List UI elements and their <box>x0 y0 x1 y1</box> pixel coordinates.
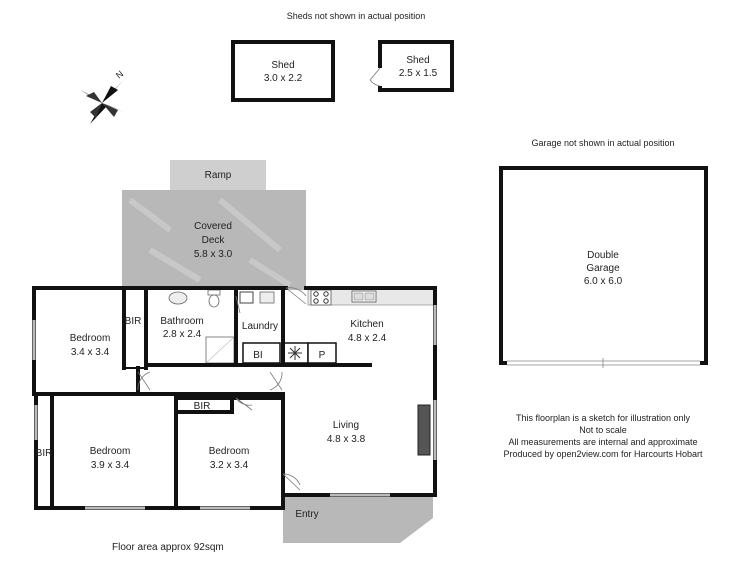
disclaimer-line-3: All measurements are internal and approx… <box>508 437 697 447</box>
entry: Entry <box>283 495 433 543</box>
garage-name-2: Garage <box>586 263 620 274</box>
shed-2-name: Shed <box>406 55 429 66</box>
shed-1: Shed 3.0 x 2.2 <box>231 40 335 102</box>
bedroom-2-size: 3.9 x 3.4 <box>91 460 130 471</box>
entry-label: Entry <box>295 509 318 520</box>
garage-size: 6.0 x 6.0 <box>584 276 623 287</box>
bedroom-3-name: Bedroom <box>209 446 250 457</box>
garage-note: Garage not shown in actual position <box>531 138 674 148</box>
fireplace-icon <box>417 404 431 456</box>
garage-name-1: Double <box>587 250 619 261</box>
deck-size: 5.8 x 3.0 <box>194 249 233 260</box>
stove-icon <box>310 289 332 306</box>
laundry-name: Laundry <box>242 321 278 332</box>
living-name: Living <box>333 420 359 431</box>
bir-c: BIR <box>36 448 53 459</box>
covered-deck: Covered Deck 5.8 x 3.0 <box>122 190 306 290</box>
bath-sink-icon <box>168 291 188 305</box>
shed-2-size: 2.5 x 1.5 <box>399 68 438 79</box>
living-size: 4.8 x 3.8 <box>327 434 366 445</box>
shed-1-size: 3.0 x 2.2 <box>264 73 303 84</box>
deck-label-1: Covered <box>194 221 232 232</box>
ramp: Ramp <box>170 160 266 190</box>
toilet-icon <box>207 289 221 308</box>
kitchen-sink-icon <box>351 290 377 303</box>
disclaimer-line-1: This floorplan is a sketch for illustrat… <box>516 413 691 423</box>
deck-label-2: Deck <box>202 235 226 246</box>
kitchen-size: 4.8 x 2.4 <box>348 333 387 344</box>
ramp-label: Ramp <box>205 170 232 181</box>
kitchen-name: Kitchen <box>350 319 383 330</box>
shower-icon <box>205 336 235 364</box>
windows <box>32 305 437 510</box>
pantry-label: P <box>319 350 326 361</box>
sheds-note: Sheds not shown in actual position <box>287 11 426 21</box>
shed-1-name: Shed <box>271 60 294 71</box>
bi-label: BI <box>253 350 262 361</box>
disclaimer: This floorplan is a sketch for illustrat… <box>503 413 703 459</box>
bathroom-size: 2.8 x 2.4 <box>163 329 202 340</box>
doors <box>137 287 307 491</box>
bedroom-1-size: 3.4 x 3.4 <box>71 347 110 358</box>
shed-2: Shed 2.5 x 1.5 <box>369 40 454 92</box>
double-garage: Double Garage 6.0 x 6.0 <box>499 166 708 368</box>
bathroom-name: Bathroom <box>160 316 203 327</box>
compass-north-label: N <box>114 69 125 81</box>
bedroom-2-name: Bedroom <box>90 446 131 457</box>
disclaimer-line-2: Not to scale <box>579 425 627 435</box>
bedroom-1-name: Bedroom <box>70 333 111 344</box>
floor-area: Floor area approx 92sqm <box>112 542 224 553</box>
compass-icon: N <box>80 69 125 124</box>
disclaimer-line-4: Produced by open2view.com for Harcourts … <box>503 449 703 459</box>
bir-b: BIR <box>194 401 211 412</box>
bedroom-3-size: 3.2 x 3.4 <box>210 460 249 471</box>
bir-a: BIR <box>125 316 142 327</box>
ceiling-fan-icon <box>288 346 302 360</box>
laundry-tub-icon <box>239 291 275 304</box>
